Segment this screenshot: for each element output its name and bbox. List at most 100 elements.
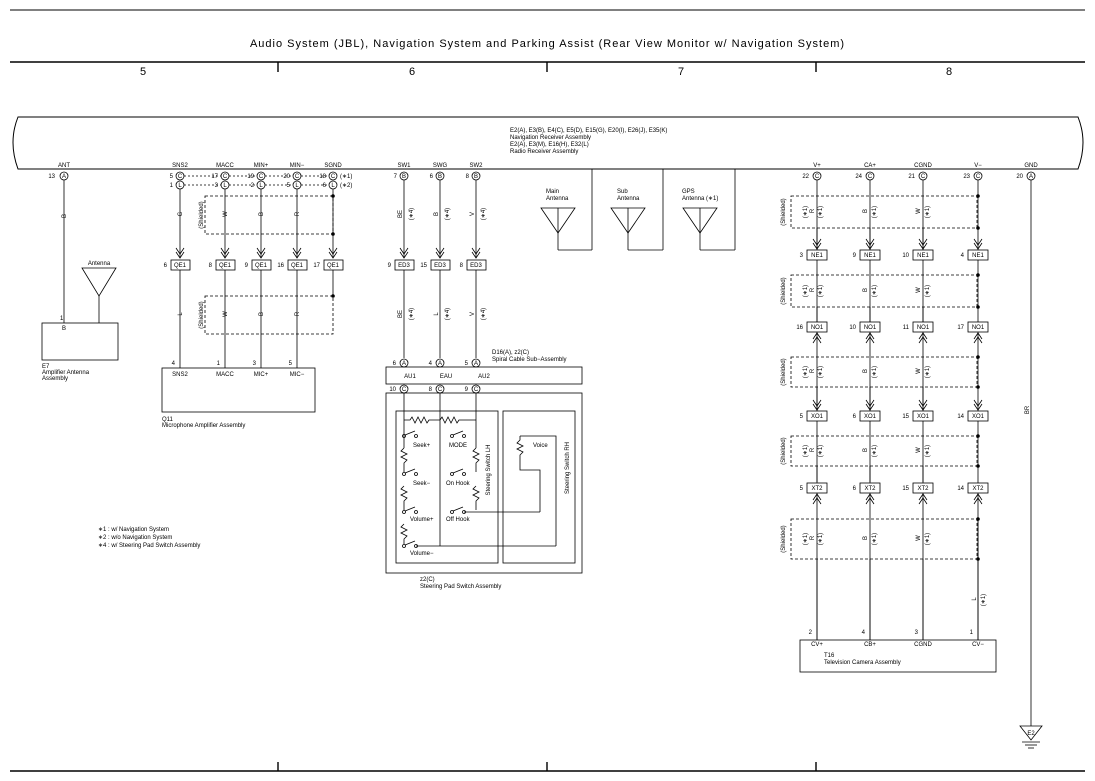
svg-text:R: R xyxy=(295,211,301,216)
svg-text:17: 17 xyxy=(957,325,964,331)
svg-text:4: 4 xyxy=(429,361,433,367)
svg-text:6: 6 xyxy=(393,361,397,367)
pin-label: SW2 xyxy=(469,163,483,169)
svg-text:(∗1): (∗1) xyxy=(818,285,824,297)
svg-text:Volume+: Volume+ xyxy=(410,517,434,523)
svg-text:(∗4): (∗4) xyxy=(409,208,415,220)
svg-text:18: 18 xyxy=(319,174,326,180)
svg-text:MACC: MACC xyxy=(216,372,234,378)
svg-text:(∗1): (∗1) xyxy=(925,206,931,218)
svg-text:10: 10 xyxy=(389,387,396,393)
receiver-pin-row: 13 A 5 C 17 C 19 C 20 C 18 C (∗1) 1 L 3 … xyxy=(48,171,1036,190)
svg-text:EAU: EAU xyxy=(440,374,452,380)
svg-text:1: 1 xyxy=(170,183,174,189)
svg-text:XO1: XO1 xyxy=(864,414,877,420)
svg-text:A: A xyxy=(402,361,406,367)
svg-text:On Hook: On Hook xyxy=(446,481,471,487)
svg-text:(∗1): (∗1) xyxy=(340,174,352,180)
svg-text:Seek+: Seek+ xyxy=(413,443,431,449)
svg-text:L: L xyxy=(295,183,299,189)
svg-text:5: 5 xyxy=(800,486,804,492)
svg-text:5: 5 xyxy=(800,414,804,420)
svg-text:D16(A), z2(C): D16(A), z2(C) xyxy=(492,350,529,356)
svg-text:NE1: NE1 xyxy=(972,253,984,259)
svg-text:3: 3 xyxy=(800,253,804,259)
page-title: Audio System (JBL), Navigation System an… xyxy=(249,38,846,50)
svg-text:Microphone Amplifier Assembly: Microphone Amplifier Assembly xyxy=(162,423,245,429)
pin-label: V+ xyxy=(813,163,821,169)
svg-text:B: B xyxy=(438,174,442,180)
svg-text:11: 11 xyxy=(903,325,910,331)
svg-text:V: V xyxy=(470,312,476,316)
svg-text:SNS2: SNS2 xyxy=(172,372,188,378)
svg-text:3: 3 xyxy=(915,630,919,636)
pin-label: GND xyxy=(1024,163,1038,169)
camera-circuit: (Shielded) (∗1) (∗1) R B (∗1) W (∗1) 3 N… xyxy=(781,180,997,673)
svg-text:15: 15 xyxy=(902,486,909,492)
svg-text:QE1: QE1 xyxy=(327,263,340,269)
svg-text:2: 2 xyxy=(809,630,813,636)
svg-text:3: 3 xyxy=(253,361,257,367)
svg-text:1: 1 xyxy=(60,316,64,322)
svg-text:(∗1): (∗1) xyxy=(803,206,809,218)
svg-text:(∗1): (∗1) xyxy=(803,445,809,457)
svg-text:NE1: NE1 xyxy=(811,253,823,259)
svg-text:15: 15 xyxy=(420,263,427,269)
antennas: Main Antenna Sub Antenna GPS Antenna (∗1… xyxy=(540,169,736,251)
ground-circuit: BR E2 xyxy=(1019,180,1043,749)
svg-text:6: 6 xyxy=(323,183,327,189)
svg-text:XO1: XO1 xyxy=(917,414,930,420)
svg-text:(Shielded): (Shielded) xyxy=(781,198,787,225)
svg-text:15: 15 xyxy=(902,414,909,420)
svg-text:V: V xyxy=(470,212,476,216)
svg-text:B: B xyxy=(259,212,265,216)
svg-text:L: L xyxy=(178,183,182,189)
svg-text:C: C xyxy=(976,174,981,180)
svg-text:A: A xyxy=(474,361,478,367)
svg-text:14: 14 xyxy=(957,414,964,420)
svg-text:23: 23 xyxy=(963,174,970,180)
svg-text:CV−: CV− xyxy=(972,642,984,648)
connector-arrows xyxy=(175,238,983,505)
svg-text:L: L xyxy=(972,597,978,601)
svg-text:∗4 : w/ Steering Pad Switch As: ∗4 : w/ Steering Pad Switch Assembly xyxy=(98,543,200,549)
svg-text:Steering Switch LH: Steering Switch LH xyxy=(486,444,492,495)
svg-text:Voice: Voice xyxy=(533,443,548,449)
svg-text:R: R xyxy=(810,535,816,540)
svg-text:L: L xyxy=(223,183,227,189)
svg-text:NO1: NO1 xyxy=(917,325,930,331)
svg-text:T16: T16 xyxy=(824,653,835,659)
svg-text:NO1: NO1 xyxy=(811,325,824,331)
svg-text:XO1: XO1 xyxy=(972,414,985,420)
svg-text:Main: Main xyxy=(546,189,559,195)
svg-text:3: 3 xyxy=(215,183,219,189)
svg-text:B: B xyxy=(402,174,406,180)
svg-text:C: C xyxy=(178,174,183,180)
svg-text:(∗4): (∗4) xyxy=(481,208,487,220)
svg-text:(∗1): (∗1) xyxy=(925,445,931,457)
svg-text:5: 5 xyxy=(287,183,291,189)
svg-text:10: 10 xyxy=(902,253,909,259)
column-number: 5 xyxy=(140,66,146,78)
svg-text:(∗1): (∗1) xyxy=(872,206,878,218)
svg-text:ED3: ED3 xyxy=(434,263,446,269)
svg-text:21: 21 xyxy=(908,174,915,180)
svg-text:Antenna (∗1): Antenna (∗1) xyxy=(682,196,718,202)
svg-text:(∗1): (∗1) xyxy=(803,366,809,378)
svg-text:MODE: MODE xyxy=(449,443,467,449)
svg-text:W: W xyxy=(916,535,922,541)
svg-text:W: W xyxy=(916,287,922,293)
svg-text:CGND: CGND xyxy=(914,642,932,648)
svg-text:6: 6 xyxy=(430,174,434,180)
svg-text:7: 7 xyxy=(394,174,398,180)
svg-text:(Shielded): (Shielded) xyxy=(781,358,787,385)
pin-label: MIN− xyxy=(290,163,305,169)
column-number: 8 xyxy=(946,66,952,78)
receiver-assembly: E2(A), E3(B), E4(C), E5(D), E15(G), E20(… xyxy=(12,116,1084,170)
svg-text:C: C xyxy=(815,174,820,180)
svg-text:R: R xyxy=(810,208,816,213)
svg-text:A: A xyxy=(62,174,66,180)
svg-text:(∗1): (∗1) xyxy=(981,594,987,606)
svg-text:B: B xyxy=(62,326,66,332)
svg-text:9: 9 xyxy=(853,253,857,259)
